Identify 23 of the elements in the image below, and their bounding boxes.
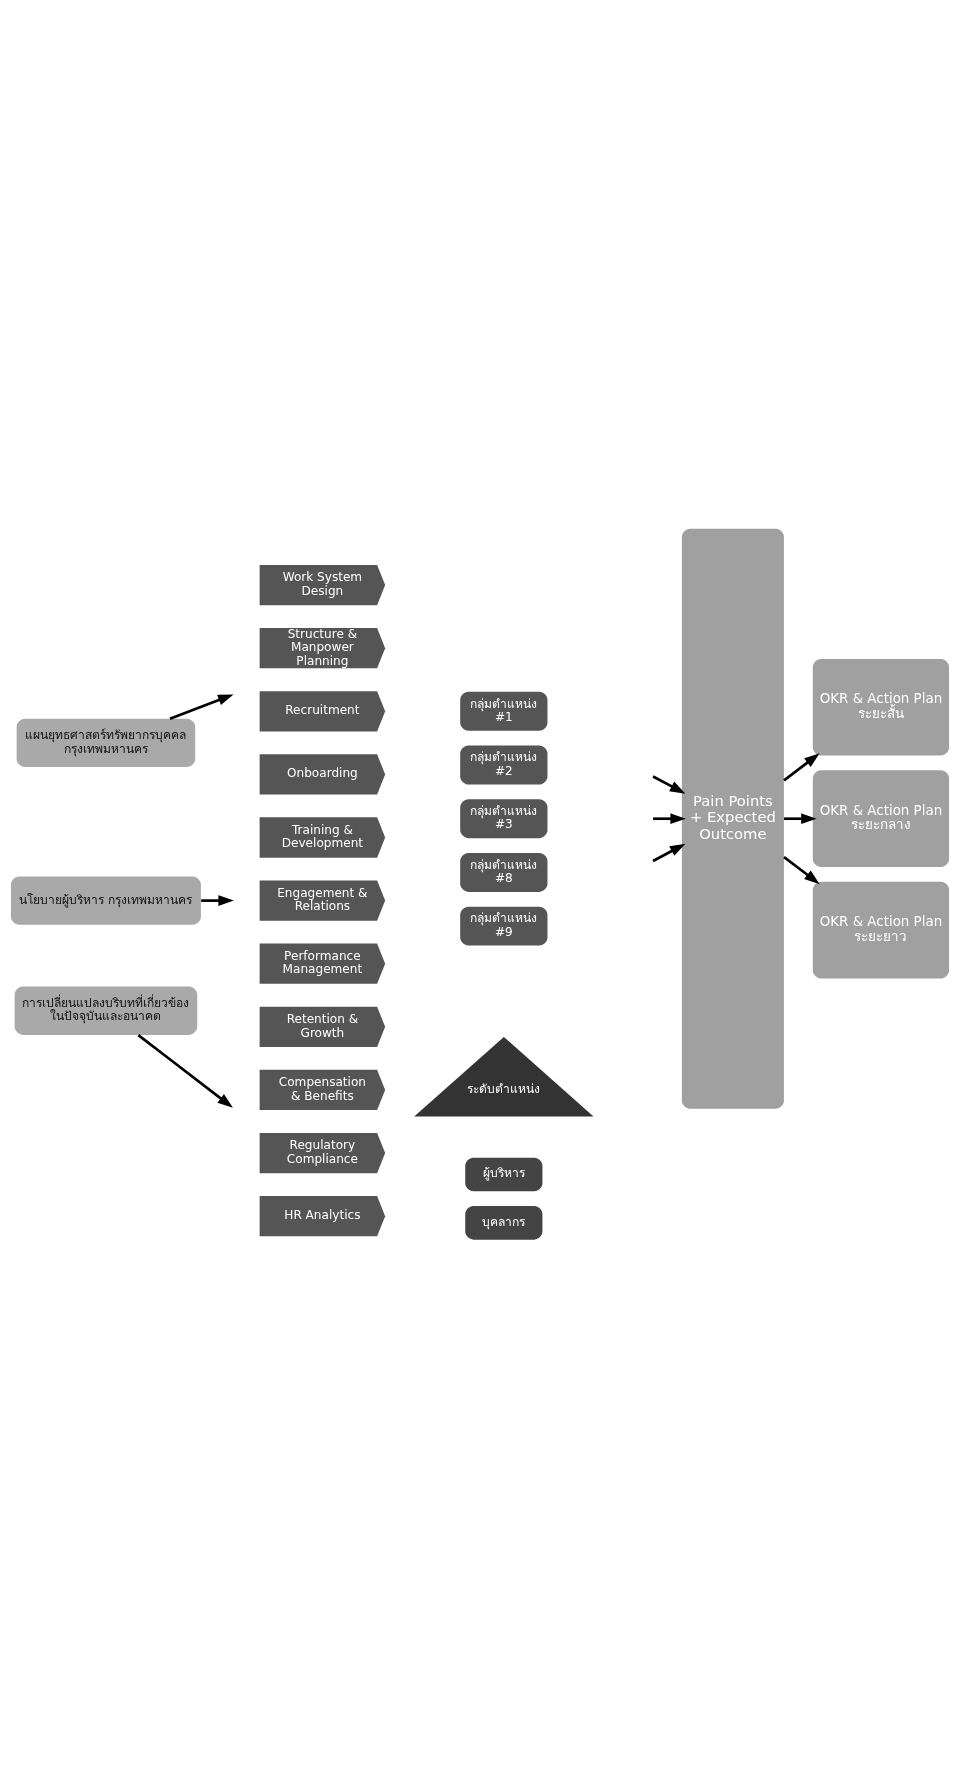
- arrow: [783, 855, 820, 884]
- node-box: Pain Points + Expected Outcome: [681, 528, 784, 1109]
- arrow: [169, 693, 234, 720]
- arrow: [652, 843, 686, 862]
- node-box: บุคลากร: [465, 1205, 543, 1240]
- arrow: [201, 894, 234, 906]
- node-box: กลุ่มตำแหน่ง #2: [460, 745, 548, 784]
- node-box: การเปลี่ยนแปลงบริบทที่เกี่ยวข้อง ในปัจจุบันและอนาคต: [14, 986, 198, 1035]
- arrow: [784, 812, 817, 824]
- node-box: นโยบายผู้บริหาร กรุงเทพมหานคร: [10, 875, 201, 925]
- node-box: กลุ่มตำแหน่ง #1: [460, 691, 548, 731]
- arrow: [783, 752, 820, 781]
- node-box: กลุ่มตำแหน่ง #8: [460, 852, 548, 892]
- node-box: แผนยุทธศาสตร์ทรัพยากรบุคคล กรุงเทพมหานคร: [16, 718, 196, 767]
- node-box: กลุ่มตำแหน่ง #9: [460, 906, 548, 946]
- arrow: [653, 812, 686, 824]
- node-box: กลุ่มตำแหน่ง #3: [460, 798, 548, 838]
- node-box: OKR & Action Plan ระยะกลาง: [812, 769, 950, 867]
- node-box: OKR & Action Plan ระยะยาว: [812, 881, 950, 978]
- node-box: OKR & Action Plan ระยะสั้น: [812, 658, 950, 756]
- node-box: ผู้บริหาร: [465, 1157, 543, 1191]
- arrow: [652, 774, 686, 794]
- arrow: [137, 1033, 233, 1108]
